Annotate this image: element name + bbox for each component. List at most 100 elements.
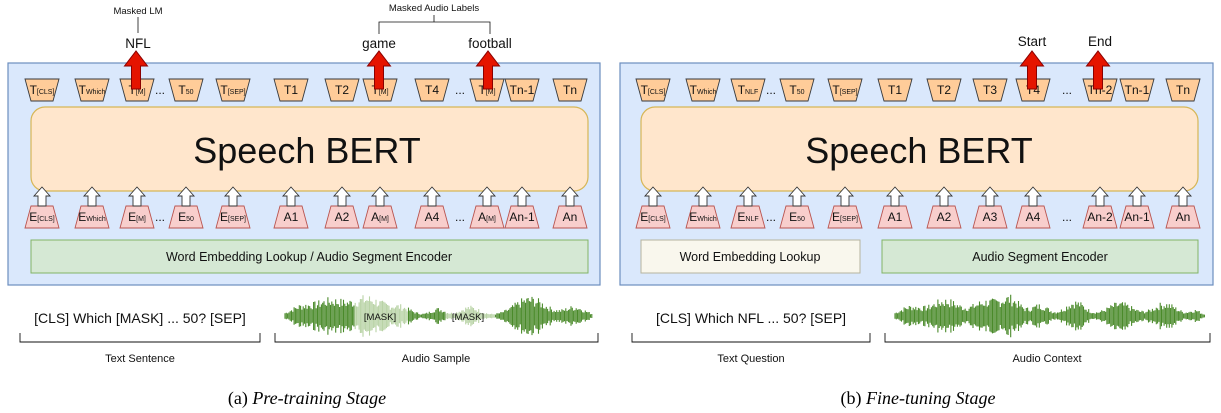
- prediction-end: End: [1088, 34, 1112, 49]
- output-token-shape: [972, 78, 1008, 102]
- up-arrow-icon: [332, 186, 352, 207]
- text-question-bracket: [631, 333, 871, 343]
- ellipsis: ...: [155, 210, 165, 224]
- red-arrow-icon: [1019, 50, 1045, 90]
- audio-context-bracket: [884, 333, 1211, 343]
- output-token-label: T50: [789, 83, 804, 97]
- pretraining-model-label: Speech BERT: [193, 130, 420, 171]
- output-token-shape: [779, 78, 815, 102]
- up-arrow-icon: [643, 186, 663, 207]
- up-arrow-icon: [477, 186, 497, 207]
- up-arrow-icon: [82, 186, 102, 207]
- text-question-label: Text Question: [717, 353, 784, 365]
- input-token-label: An: [1176, 210, 1191, 224]
- output-token-label: Tn-1: [510, 83, 535, 97]
- up-arrow-icon: [885, 186, 905, 207]
- output-token-label: T[M]: [371, 83, 388, 97]
- ellipsis: ...: [1062, 210, 1072, 224]
- input-token-label: An: [563, 210, 578, 224]
- pretraining-audio-waveform: [284, 295, 593, 337]
- output-token-shape: [74, 78, 110, 102]
- audio-sample-label: Audio Sample: [402, 353, 471, 365]
- waveform-icon: [284, 296, 593, 336]
- output-token-shape: [877, 78, 913, 102]
- up-arrow-icon: [1023, 186, 1043, 207]
- pretraining-text-input: [CLS] Which [MASK] ... 50? [SEP]: [34, 310, 246, 326]
- input-token-label: E[SEP]: [220, 210, 246, 224]
- up-arrow-icon: [32, 186, 52, 207]
- output-token-label: Tn-1: [1125, 83, 1150, 97]
- red-arrow-icon: [1085, 50, 1111, 90]
- output-token-shape: [1082, 78, 1118, 102]
- input-token-label: A1: [284, 210, 299, 224]
- finetuning-input-arrows: [643, 186, 1193, 207]
- output-token-label: T[CLS]: [30, 83, 55, 97]
- prediction-nfl: NFL: [125, 36, 151, 51]
- input-token-label: A[M]: [371, 210, 389, 224]
- red-arrow-icon: [123, 50, 149, 90]
- input-token-label: E[CLS]: [640, 210, 666, 224]
- up-arrow-icon: [560, 186, 580, 207]
- pretraining-input-arrows: [32, 186, 580, 207]
- audio-mask-label-1: [MASK]: [364, 312, 396, 323]
- finetuning-prediction-arrows: [1019, 50, 1111, 90]
- up-arrow-icon: [1127, 186, 1147, 207]
- output-token-label: Tn: [1176, 83, 1190, 97]
- output-token-label: T2: [937, 83, 951, 97]
- masked-audio-labels-label: Masked Audio Labels: [389, 3, 480, 14]
- masked-audio-bracket: [378, 15, 491, 34]
- input-token-label: EWhich: [78, 210, 106, 224]
- up-arrow-icon: [127, 186, 147, 207]
- pretraining-panel: Speech BERT Word Embedding Lookup / Audi…: [7, 3, 601, 409]
- up-arrow-icon: [370, 186, 390, 207]
- input-token-label: E[CLS]: [29, 210, 55, 224]
- red-arrow-icon: [475, 50, 501, 90]
- up-arrow-icon: [693, 186, 713, 207]
- input-token-label: E50: [789, 210, 805, 224]
- ellipsis: ...: [155, 83, 165, 97]
- up-arrow-icon: [835, 186, 855, 207]
- input-token-label: An-1: [509, 210, 535, 224]
- audio-mask-label-2: [MASK]: [452, 312, 484, 323]
- pretraining-prediction-arrows: [123, 50, 501, 90]
- finetuning-audio-waveform: [894, 294, 1205, 338]
- output-token-shape: [827, 78, 863, 102]
- output-token-label: T2: [335, 83, 349, 97]
- prediction-football: football: [468, 36, 512, 51]
- ellipsis: ...: [1062, 83, 1072, 97]
- ellipsis: ...: [455, 83, 465, 97]
- up-arrow-icon: [512, 186, 532, 207]
- output-token-shape: [414, 78, 450, 102]
- input-token-label: ENLF: [737, 210, 758, 224]
- input-token-label: EWhich: [689, 210, 717, 224]
- red-arrow-icon: [366, 50, 392, 90]
- output-token-shape: [552, 78, 588, 102]
- input-token-label: A3: [983, 210, 998, 224]
- input-token-label: E[SEP]: [832, 210, 858, 224]
- output-token-label: T4: [425, 83, 439, 97]
- pretraining-encoder-block: [30, 239, 589, 274]
- output-token-shape: [324, 78, 360, 102]
- audio-encoder-block: [881, 239, 1199, 274]
- output-token-shape: [504, 78, 540, 102]
- text-sentence-bracket: [19, 333, 261, 343]
- output-token-label: T[SEP]: [832, 83, 857, 97]
- output-token-shape: [273, 78, 309, 102]
- pretraining-caption: (a) Pre-training Stage: [228, 388, 386, 409]
- input-token-label: A4: [1026, 210, 1041, 224]
- finetuning-speech-bert-block: [640, 106, 1199, 192]
- text-sentence-label: Text Sentence: [105, 353, 175, 365]
- masked-waveform-icon: [354, 295, 495, 337]
- input-token-label: An-2: [1087, 210, 1113, 224]
- output-token-label: T[CLS]: [641, 83, 666, 97]
- output-token-shape: [215, 78, 251, 102]
- input-token-label: A1: [888, 210, 903, 224]
- input-token-label: A2: [937, 210, 952, 224]
- up-arrow-icon: [787, 186, 807, 207]
- output-token-shape: [1165, 78, 1201, 102]
- audio-sample-bracket: [274, 333, 599, 343]
- word-embedding-block: [640, 239, 861, 274]
- output-token-label: T1: [284, 83, 298, 97]
